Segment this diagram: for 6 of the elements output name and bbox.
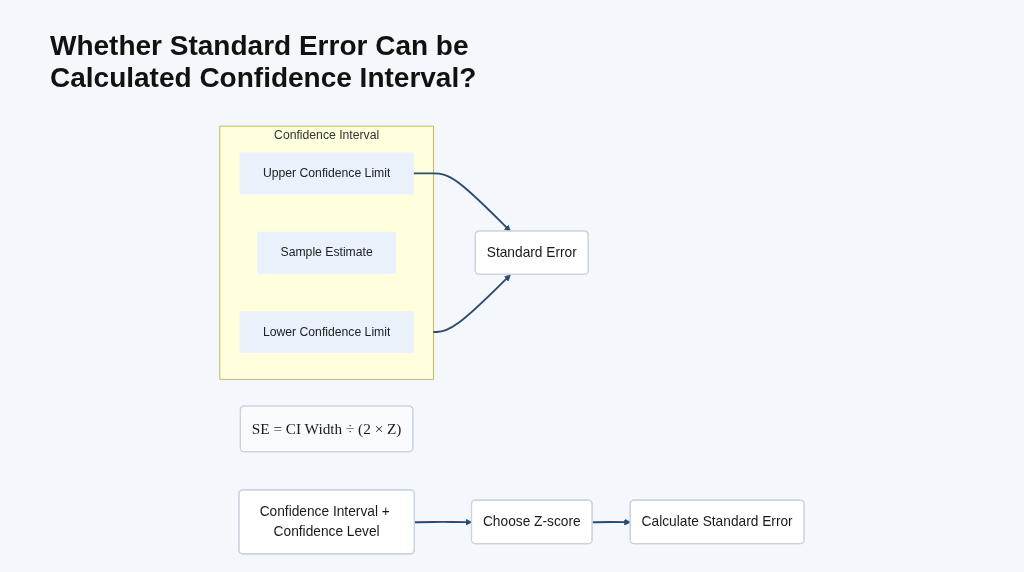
arrow [412, 172, 511, 232]
arrow [432, 274, 511, 333]
node-box: Lower Confidence Limit [239, 311, 414, 353]
node-box: Upper Confidence Limit [239, 152, 414, 195]
title: Whether Standard Error Can be Calculated Confidence Interval? [50, 30, 478, 94]
node-box: Sample Estimate [257, 231, 396, 274]
